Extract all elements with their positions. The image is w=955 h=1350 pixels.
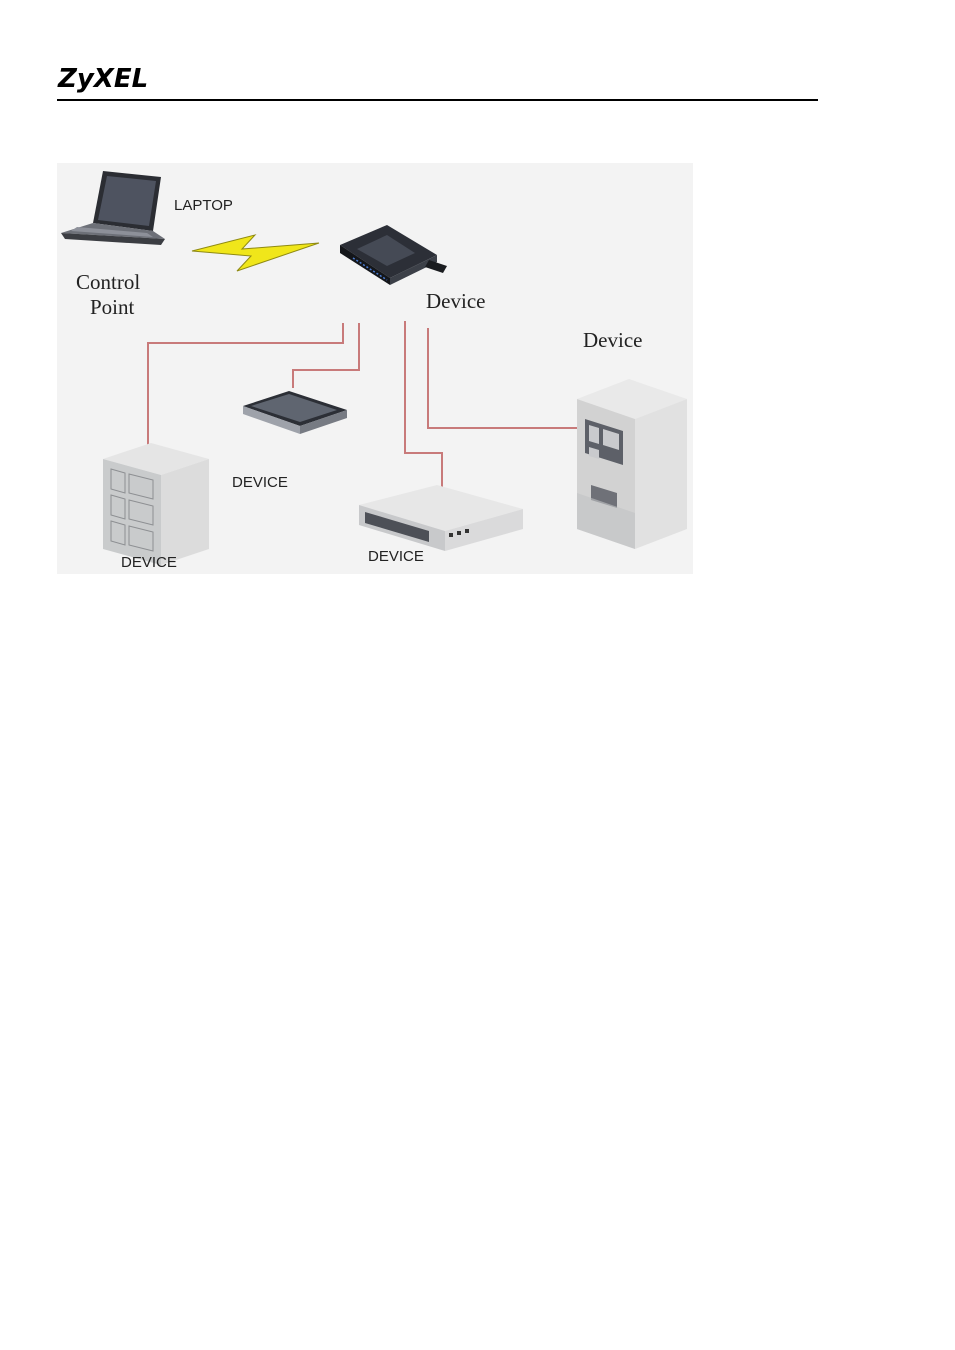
- label-switch-device: DEVICE: [368, 548, 424, 565]
- network-diagram: LAPTOP Control Point Device Device DEVIC…: [57, 163, 693, 574]
- label-router-device: Device: [426, 289, 485, 313]
- label-laptop: LAPTOP: [174, 197, 233, 214]
- cabinet-icon: [103, 443, 209, 565]
- label-scanner-device: DEVICE: [232, 474, 288, 491]
- header-rule: [57, 99, 818, 101]
- zyxel-logo: ZyXEL: [58, 64, 148, 94]
- tower-icon: [577, 379, 687, 549]
- label-cabinet-device: DEVICE: [121, 554, 177, 571]
- label-tower-device: Device: [583, 328, 642, 352]
- network-diagram-svg: LAPTOP Control Point Device Device DEVIC…: [57, 163, 693, 574]
- label-control-point-line1: Control: [76, 270, 140, 294]
- label-control-point-line2: Point: [90, 295, 135, 319]
